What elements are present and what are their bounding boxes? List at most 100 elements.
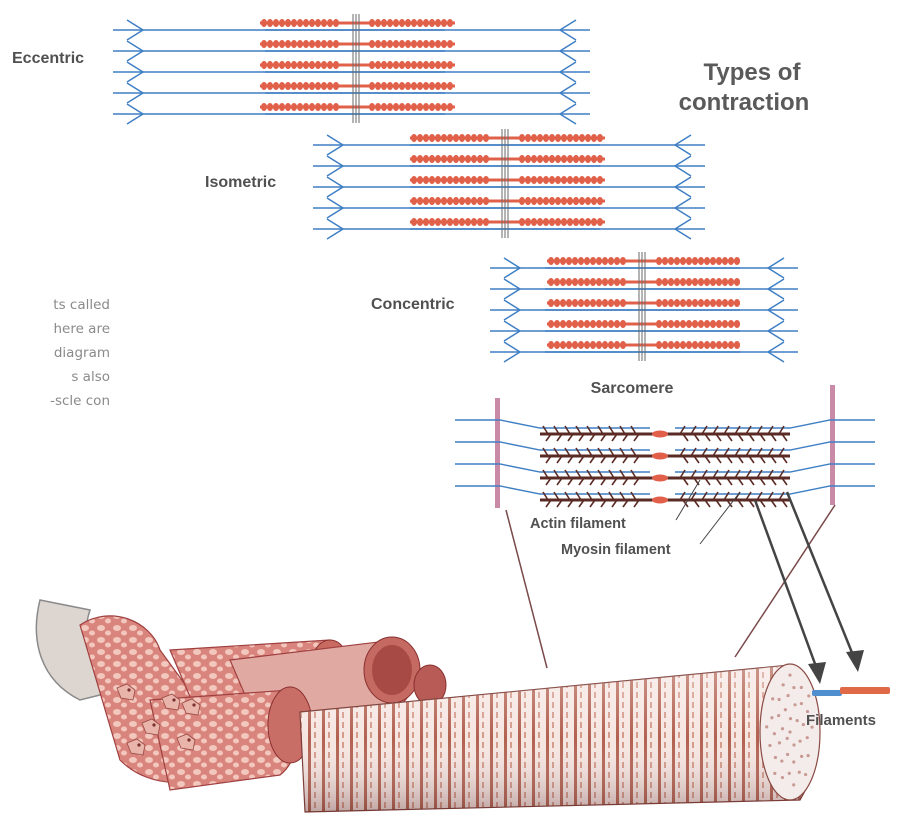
- myosin-head: [608, 278, 614, 286]
- sarcomere-actin: [675, 486, 875, 494]
- end-face-dot: [804, 773, 807, 776]
- myosin-head: [704, 278, 710, 286]
- myosin-head: [519, 218, 525, 226]
- myosin-head: [279, 103, 285, 111]
- myosin-head: [567, 155, 573, 163]
- myosin-head: [459, 197, 465, 205]
- end-face-dot: [792, 686, 795, 689]
- myosin-head: [591, 155, 597, 163]
- myosin-head: [423, 134, 429, 142]
- myosin-head: [716, 278, 722, 286]
- myosin-head: [321, 103, 327, 111]
- myosin-head: [471, 134, 477, 142]
- myosin-head: [722, 299, 728, 307]
- myosin-head: [273, 103, 279, 111]
- myosin-head: [549, 176, 555, 184]
- myosin-head: [483, 155, 489, 163]
- myosin-head: [555, 197, 561, 205]
- myosin-head: [686, 341, 692, 349]
- end-face-dot: [792, 783, 795, 786]
- myosin-head: [375, 103, 381, 111]
- myosin-head: [429, 61, 435, 69]
- end-face-dot: [789, 717, 792, 720]
- myosin-head: [453, 218, 459, 226]
- myosin-head: [261, 103, 267, 111]
- myosin-head: [590, 341, 596, 349]
- myosin-head: [273, 19, 279, 27]
- myosin-head: [710, 341, 716, 349]
- myosin-head: [309, 103, 315, 111]
- myosin-head: [554, 341, 560, 349]
- myosin-head: [734, 299, 740, 307]
- tab-dot: [127, 688, 130, 691]
- myosin-head: [722, 320, 728, 328]
- myosin-head: [680, 257, 686, 265]
- myosin-head: [423, 19, 429, 27]
- myosin-head: [579, 176, 585, 184]
- myosin-head: [405, 19, 411, 27]
- end-face-dot: [792, 760, 795, 763]
- myosin-head: [567, 176, 573, 184]
- myosin-head: [668, 299, 674, 307]
- myosin-head: [596, 257, 602, 265]
- myosin-head: [728, 341, 734, 349]
- myosin-head: [459, 155, 465, 163]
- myosin-head: [411, 218, 417, 226]
- myosin-head: [585, 197, 591, 205]
- myosin-head: [477, 134, 483, 142]
- myosin-head: [602, 257, 608, 265]
- myosin-head: [704, 257, 710, 265]
- myosin-head: [477, 218, 483, 226]
- end-face-dot: [770, 716, 773, 719]
- myosin-head: [620, 341, 626, 349]
- myosin-head: [297, 40, 303, 48]
- myosin-head: [531, 176, 537, 184]
- myosin-head: [465, 218, 471, 226]
- myosin-head: [692, 341, 698, 349]
- myosin-head: [602, 320, 608, 328]
- end-face-dot: [798, 740, 801, 743]
- myosin-head: [441, 176, 447, 184]
- myosin-head: [261, 19, 267, 27]
- myosin-head: [465, 134, 471, 142]
- filaments-label: Filaments: [806, 712, 876, 729]
- myosin-head: [585, 134, 591, 142]
- myosin-head: [435, 176, 441, 184]
- myosin-head: [620, 257, 626, 265]
- myosin-head: [465, 197, 471, 205]
- myosin-head: [465, 155, 471, 163]
- myosin-head: [662, 299, 668, 307]
- myosin-head: [375, 61, 381, 69]
- myosin-head: [399, 82, 405, 90]
- myosin-head: [722, 278, 728, 286]
- title-line-1: Types of: [704, 59, 802, 86]
- myosin-head: [303, 19, 309, 27]
- end-face-dot: [788, 730, 791, 733]
- myosin-head: [716, 341, 722, 349]
- myosin-head: [285, 103, 291, 111]
- end-face-dot: [773, 772, 776, 775]
- end-face-dot: [800, 755, 803, 758]
- myosin-head: [584, 320, 590, 328]
- myosin-head: [333, 61, 339, 69]
- myosin-head: [549, 218, 555, 226]
- myosin-head: [435, 40, 441, 48]
- myosin-head: [285, 40, 291, 48]
- myosin-head: [369, 103, 375, 111]
- myosin-head: [578, 278, 584, 286]
- myosin-head: [447, 176, 453, 184]
- myosin-head: [267, 40, 273, 48]
- myosin-head: [285, 61, 291, 69]
- myosin-head: [321, 82, 327, 90]
- myosin-head: [734, 257, 740, 265]
- myosin-head: [483, 134, 489, 142]
- myosin-head: [423, 176, 429, 184]
- myosin-head: [453, 134, 459, 142]
- myosin-head: [411, 197, 417, 205]
- end-face-dot: [807, 754, 810, 757]
- myosin-head: [525, 134, 531, 142]
- myosin-head: [614, 299, 620, 307]
- actin-filament-sample: [812, 690, 842, 696]
- myosin-head: [674, 299, 680, 307]
- myosin-head: [429, 218, 435, 226]
